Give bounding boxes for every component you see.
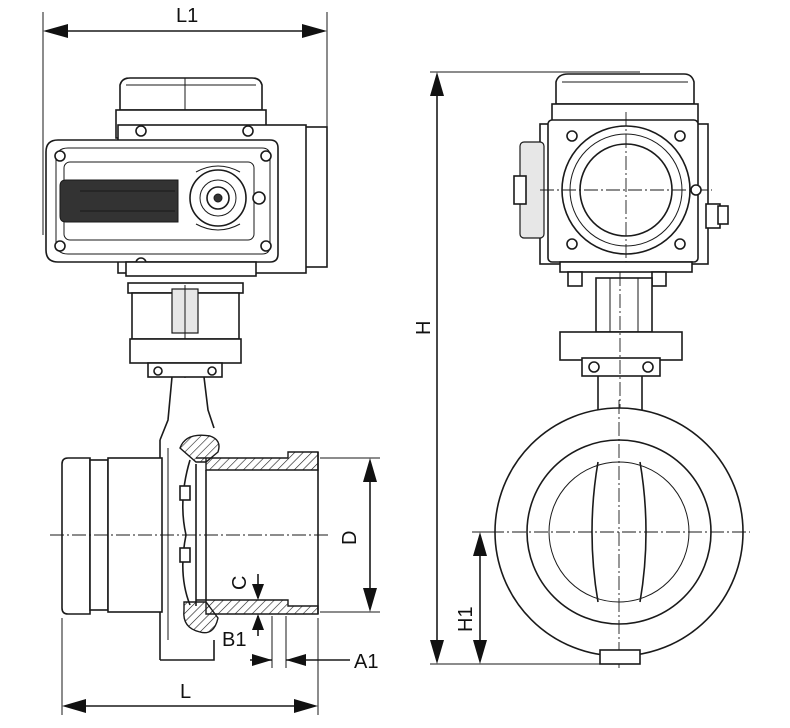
front-bracket — [559, 271, 683, 420]
front-actuator-housing — [513, 112, 729, 273]
left-flange — [50, 457, 330, 615]
label-L1: L1 — [176, 5, 198, 27]
dimension-D: D — [320, 457, 380, 613]
label-H: H — [413, 321, 435, 335]
label-B1: B1 — [222, 629, 246, 651]
actuator-body — [45, 124, 328, 277]
label-H1: H1 — [455, 606, 477, 632]
dimension-H: H — [413, 71, 640, 665]
dimension-L: L — [61, 618, 319, 715]
front-valve-body — [490, 400, 750, 668]
front-view: H — [413, 71, 750, 668]
label-C: C — [229, 576, 251, 590]
dimension-B1-A1: B1 A1 — [222, 616, 378, 673]
mounting-bracket — [127, 282, 244, 378]
label-L: L — [180, 681, 191, 703]
dimension-H1: H1 — [455, 531, 500, 664]
dimension-C: C — [229, 574, 264, 636]
front-actuator-top — [551, 73, 699, 125]
dimension-L1: L1 — [42, 5, 328, 240]
label-D: D — [339, 531, 361, 545]
label-A1: A1 — [354, 651, 378, 673]
valve-body-section — [167, 434, 319, 640]
side-view: L1 — [42, 5, 380, 715]
